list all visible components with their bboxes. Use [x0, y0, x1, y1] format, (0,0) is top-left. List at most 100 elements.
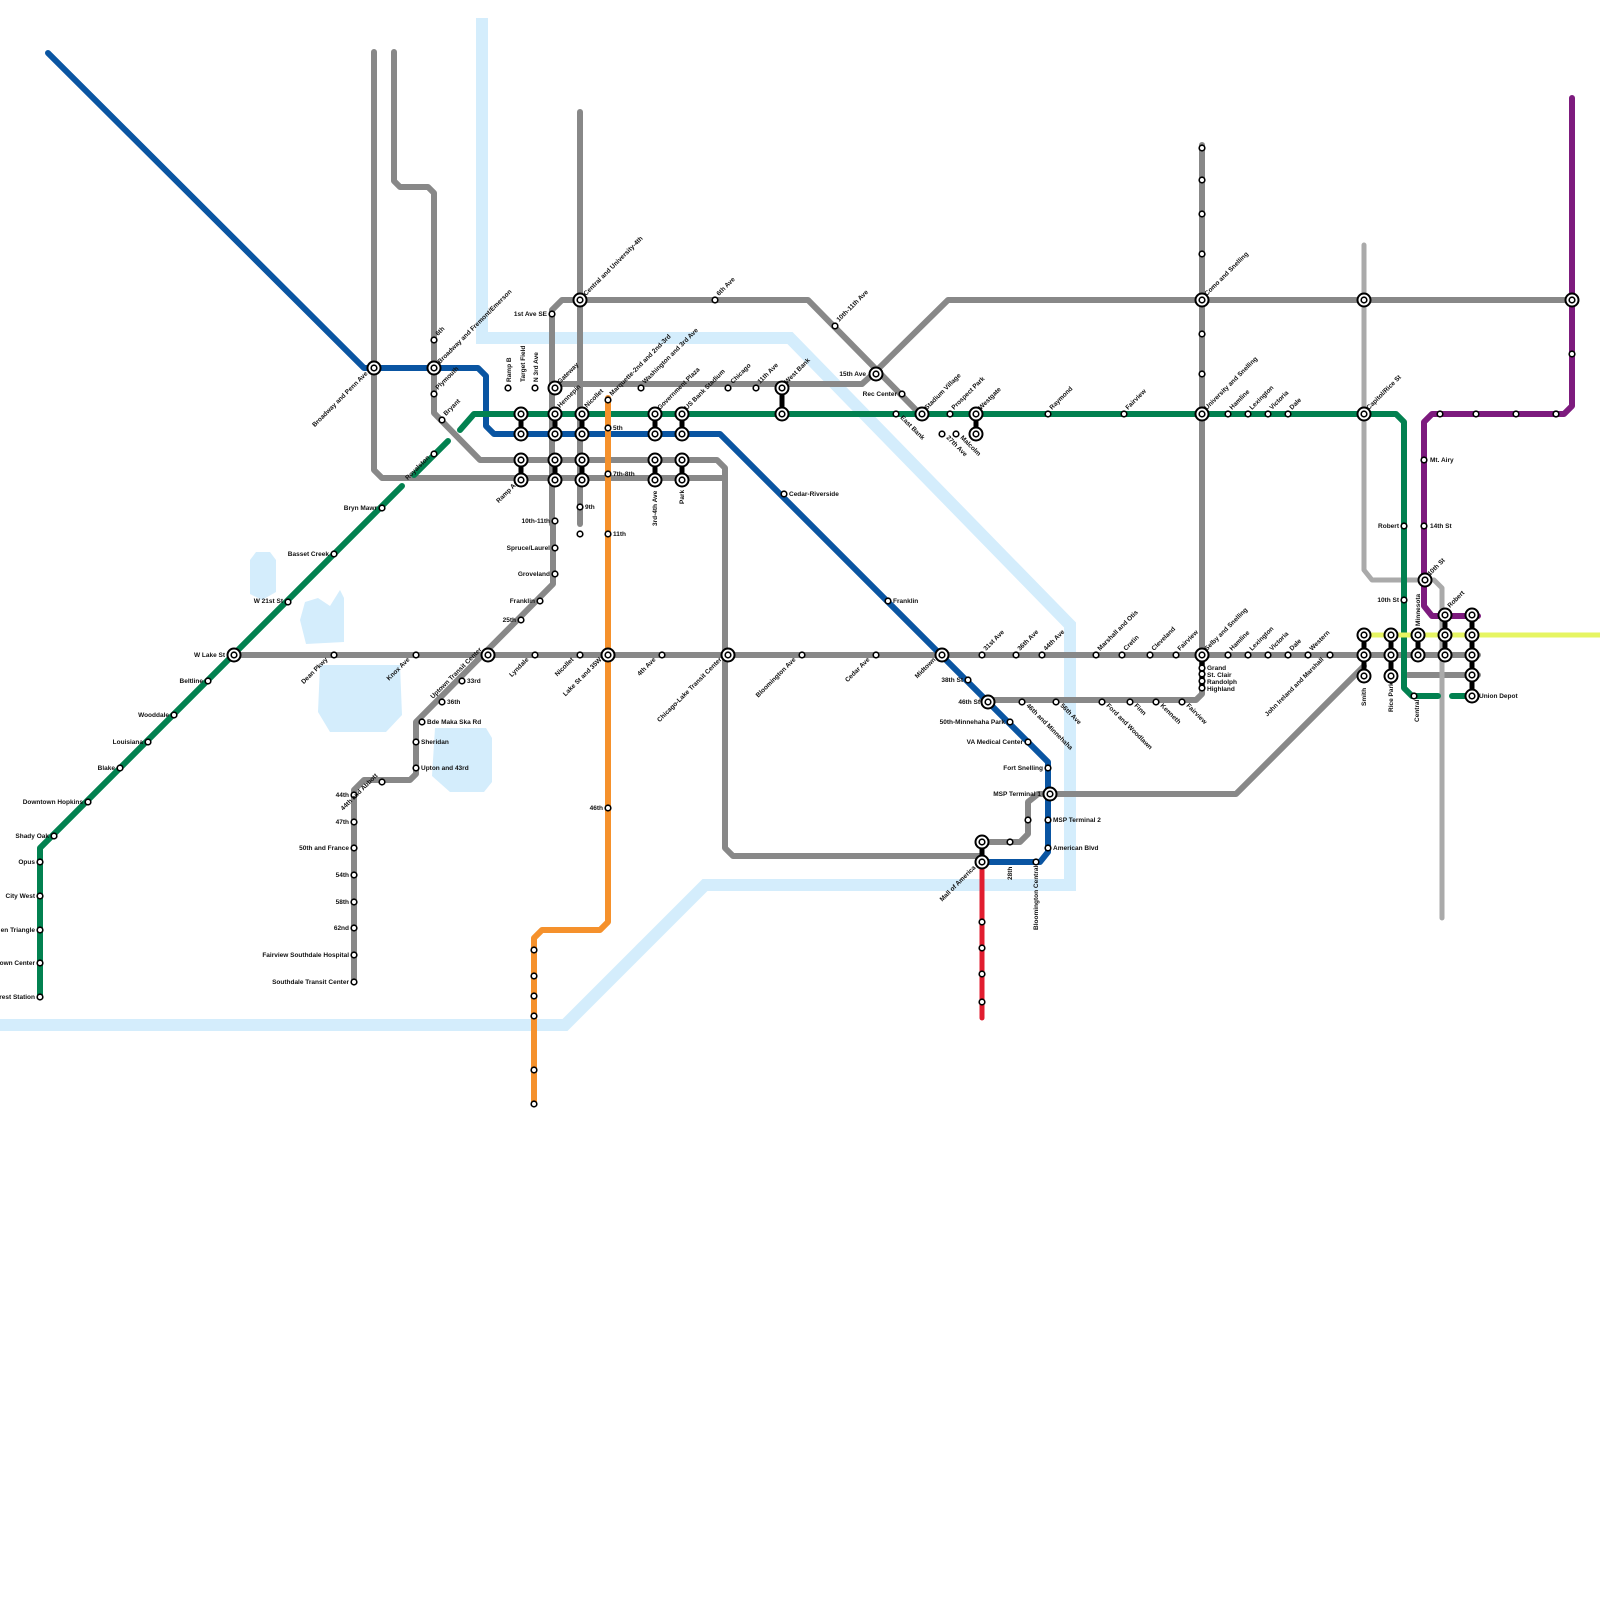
interchange-node-31[interactable]: [1358, 294, 1371, 307]
station-dot-70[interactable]: [965, 677, 971, 683]
station-dot-125[interactable]: [51, 833, 57, 839]
station-dot-32[interactable]: [939, 431, 945, 437]
station-dot-112[interactable]: [351, 872, 357, 878]
interchange-node-58[interactable]: [1466, 649, 1479, 662]
station-dot-87[interactable]: [1199, 678, 1205, 684]
station-dot-35[interactable]: [1045, 411, 1051, 417]
station-dot-44[interactable]: [1199, 251, 1205, 257]
interchange-node-41[interactable]: [982, 696, 995, 709]
interchange-node-7[interactable]: [549, 428, 562, 441]
station-dot-130[interactable]: [37, 994, 43, 1000]
station-dot-90[interactable]: [979, 919, 985, 925]
station-dot-0[interactable]: [431, 337, 437, 343]
station-dot-75[interactable]: [1153, 699, 1159, 705]
station-dot-116[interactable]: [351, 979, 357, 985]
station-dot-7[interactable]: [605, 397, 611, 403]
station-dot-40[interactable]: [1285, 411, 1291, 417]
interchange-node-50[interactable]: [1385, 670, 1398, 683]
station-dot-93[interactable]: [979, 999, 985, 1005]
station-dot-15[interactable]: [753, 385, 759, 391]
station-dot-51[interactable]: [1421, 457, 1427, 463]
interchange-node-60[interactable]: [1466, 690, 1479, 703]
interchange-node-55[interactable]: [1439, 649, 1452, 662]
interchange-node-29[interactable]: [970, 428, 983, 441]
interchange-node-32[interactable]: [1566, 294, 1579, 307]
station-dot-27[interactable]: [885, 598, 891, 604]
interchange-node-49[interactable]: [1385, 649, 1398, 662]
interchange-node-21[interactable]: [649, 474, 662, 487]
station-dot-81[interactable]: [1045, 845, 1051, 851]
interchange-node-36[interactable]: [482, 649, 495, 662]
station-dot-124[interactable]: [85, 799, 91, 805]
interchange-node-42[interactable]: [1044, 788, 1057, 801]
station-dot-58[interactable]: [1013, 652, 1019, 658]
station-dot-47[interactable]: [1199, 145, 1205, 151]
station-dot-103[interactable]: [459, 678, 465, 684]
station-dot-5[interactable]: [532, 385, 538, 391]
station-dot-80[interactable]: [1045, 817, 1051, 823]
station-dot-99[interactable]: [531, 1067, 537, 1073]
station-dot-20[interactable]: [518, 617, 524, 623]
station-dot-19[interactable]: [537, 598, 543, 604]
station-dot-63[interactable]: [1173, 652, 1179, 658]
interchange-node-38[interactable]: [722, 649, 735, 662]
station-dot-76[interactable]: [1179, 699, 1185, 705]
station-dot-17[interactable]: [552, 545, 558, 551]
station-dot-43[interactable]: [1199, 331, 1205, 337]
station-dot-11[interactable]: [577, 531, 583, 537]
station-dot-69[interactable]: [1327, 652, 1333, 658]
station-dot-66[interactable]: [1265, 652, 1271, 658]
interchange-node-48[interactable]: [1385, 629, 1398, 642]
station-dot-98[interactable]: [531, 1013, 537, 1019]
interchange-node-56[interactable]: [1466, 609, 1479, 622]
station-dot-1[interactable]: [431, 391, 437, 397]
interchange-node-26[interactable]: [870, 368, 883, 381]
station-dot-53[interactable]: [1437, 411, 1443, 417]
station-dot-104[interactable]: [439, 699, 445, 705]
station-dot-102[interactable]: [331, 652, 337, 658]
station-dot-72[interactable]: [1053, 699, 1059, 705]
interchange-node-59[interactable]: [1466, 669, 1479, 682]
interchange-node-18[interactable]: [576, 454, 589, 467]
station-dot-22[interactable]: [577, 652, 583, 658]
station-dot-59[interactable]: [1039, 652, 1045, 658]
station-dot-18[interactable]: [552, 571, 558, 577]
station-dot-56[interactable]: [1553, 411, 1559, 417]
station-dot-10[interactable]: [577, 504, 583, 510]
station-dot-107[interactable]: [413, 765, 419, 771]
station-dot-88[interactable]: [1199, 685, 1205, 691]
station-dot-45[interactable]: [1199, 211, 1205, 217]
station-dot-54[interactable]: [1473, 411, 1479, 417]
station-dot-79[interactable]: [1045, 765, 1051, 771]
station-dot-23[interactable]: [659, 652, 665, 658]
interchange-node-15[interactable]: [515, 474, 528, 487]
station-dot-84[interactable]: [1033, 859, 1039, 865]
station-dot-28[interactable]: [832, 323, 838, 329]
interchange-node-43[interactable]: [976, 836, 989, 849]
station-dot-83[interactable]: [1007, 839, 1013, 845]
station-dot-86[interactable]: [1199, 671, 1205, 677]
station-dot-71[interactable]: [1019, 699, 1025, 705]
station-dot-111[interactable]: [351, 845, 357, 851]
station-dot-31[interactable]: [893, 411, 899, 417]
interchange-node-6[interactable]: [549, 408, 562, 421]
station-dot-121[interactable]: [171, 712, 177, 718]
station-dot-82[interactable]: [1025, 817, 1031, 823]
station-dot-57[interactable]: [979, 652, 985, 658]
station-dot-38[interactable]: [1245, 411, 1251, 417]
station-dot-48[interactable]: [1569, 351, 1575, 357]
station-dot-49[interactable]: [1401, 523, 1407, 529]
interchange-node-39[interactable]: [936, 649, 949, 662]
interchange-node-54[interactable]: [1439, 629, 1452, 642]
station-dot-36[interactable]: [1121, 411, 1127, 417]
station-dot-26[interactable]: [781, 491, 787, 497]
station-dot-62[interactable]: [1147, 652, 1153, 658]
station-dot-30[interactable]: [899, 391, 905, 397]
interchange-node-35[interactable]: [228, 649, 241, 662]
station-dot-55[interactable]: [1513, 411, 1519, 417]
station-dot-64[interactable]: [1225, 652, 1231, 658]
station-dot-123[interactable]: [117, 765, 123, 771]
interchange-node-16[interactable]: [549, 454, 562, 467]
station-dot-9[interactable]: [605, 471, 611, 477]
station-dot-21[interactable]: [532, 652, 538, 658]
